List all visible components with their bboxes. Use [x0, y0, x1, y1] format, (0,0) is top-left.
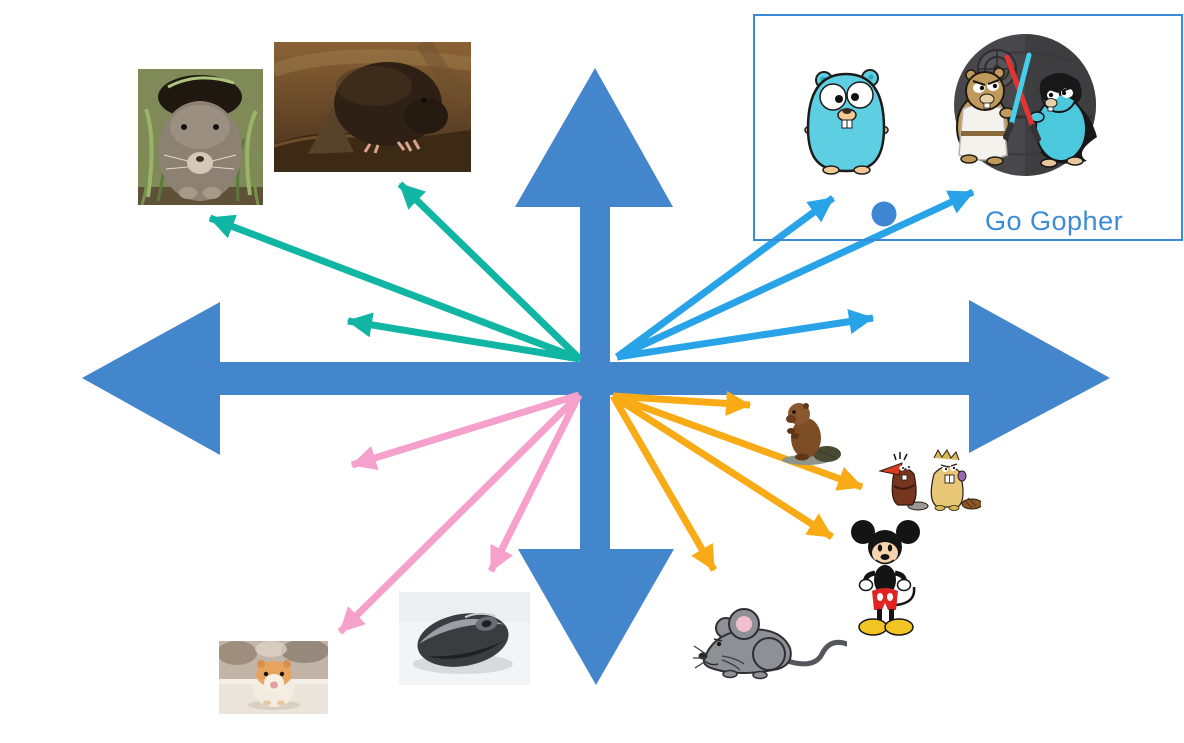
arrows-to-cartoon-rodents-4 — [609, 394, 718, 572]
arrows-to-real-mice-1 — [350, 391, 581, 470]
mickey-mouse-cartoon — [851, 520, 920, 636]
arrows-to-go-gopher-2 — [615, 188, 975, 361]
arrows-to-real-gophers-3 — [346, 312, 581, 363]
thin-arrows-group — [208, 181, 975, 635]
go-gopher-box: Go Gopher — [753, 14, 1183, 241]
arrows-to-real-mice-2 — [337, 392, 582, 635]
blue-dot — [871, 201, 897, 227]
arrows-to-cartoon-rodents-2 — [611, 392, 864, 491]
beaver-cartoon — [782, 403, 841, 465]
arrows-to-go-gopher-3 — [616, 309, 875, 361]
gopher-log-photo — [274, 42, 471, 172]
hamster-photo — [219, 641, 328, 714]
arrows-to-real-mice-3 — [487, 393, 583, 573]
go-gopher-label: Go Gopher — [985, 206, 1124, 236]
arrows-to-cartoon-rodents-3 — [611, 393, 834, 540]
go-gopher-mascot-image — [804, 69, 889, 175]
arrows-to-real-gophers-1 — [208, 214, 582, 363]
gray-mouse-cartoon — [693, 608, 847, 680]
arrows-to-cartoon-rodents-1 — [612, 390, 752, 417]
angry-beavers-cartoon — [878, 448, 981, 511]
computer-mouse-photo — [399, 592, 530, 685]
arrows-to-real-gophers-2 — [397, 181, 583, 362]
arrows-to-go-gopher-1 — [614, 195, 836, 360]
gopher-star-wars-image — [954, 34, 1097, 176]
gopher-burrow-photo — [138, 69, 263, 205]
four-way-arrow — [82, 68, 1110, 685]
